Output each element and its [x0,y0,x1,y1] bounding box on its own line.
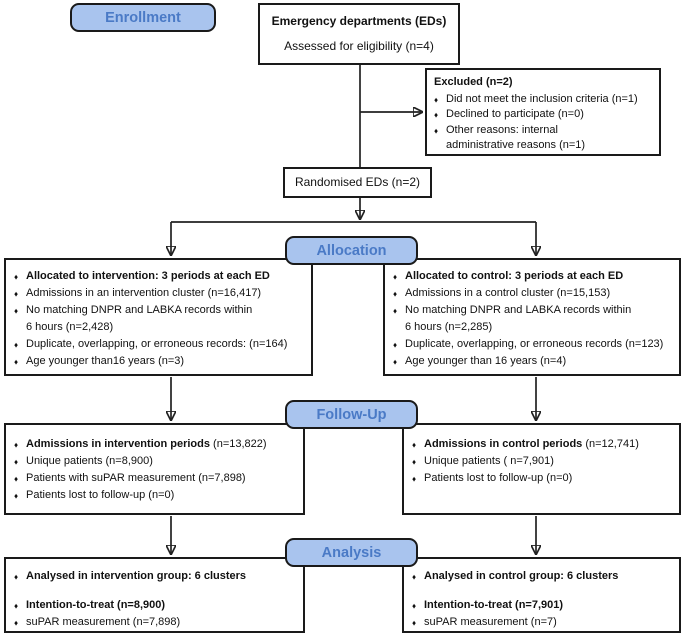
bullet-icon: ♦ [434,126,439,135]
randomised-box: Randomised EDs (n=2) [283,167,432,198]
bullet-icon: ♦ [412,618,417,628]
list-item: ♦ Admissions in intervention periods (n=… [14,436,299,453]
bullet-icon: ♦ [14,474,19,484]
bullet-icon: ♦ [14,601,19,611]
stage-label-enrollment: Enrollment [70,3,216,32]
followup-control-box: ♦ Admissions in control periods (n=12,74… [402,423,681,515]
list-item: ♦ Admissions in control periods (n=12,74… [412,436,675,453]
eligibility-box: Emergency departments (EDs) Assessed for… [258,3,460,65]
bullet-icon: ♦ [14,457,19,467]
bullet-icon: ♦ [14,306,19,316]
list-item: ♦ Admissions in an intervention cluster … [14,285,307,302]
bullet-icon: ♦ [14,340,19,350]
analysis-control-box: ♦ Analysed in control group: 6 clusters … [402,557,681,633]
bullet-icon: ♦ [14,618,19,628]
bullet-icon: ♦ [434,110,439,120]
list-item: ♦ Allocated to intervention: 3 periods a… [14,268,307,285]
list-item: ♦ suPAR measurement (n=7,898) [14,614,299,631]
list-item: ♦ Unique patients ( n=7,901) [412,453,675,470]
bullet-icon: ♦ [14,289,19,299]
bullet-icon: ♦ [14,572,19,582]
list-item: ♦ Duplicate, overlapping, or erroneous r… [393,336,675,353]
list-item: ♦ suPAR measurement (n=7) [412,614,675,631]
bullet-icon: ♦ [14,272,19,282]
list-item: ♦ Patients with suPAR measurement (n=7,8… [14,470,299,487]
bullet-icon: ♦ [412,572,417,582]
list-item: ♦ Patients lost to follow-up (n=0) [412,470,675,487]
list-item: ♦ No matching DNPR and LABKA records wit… [14,304,253,333]
bullet-icon: ♦ [393,357,398,367]
list-item: ♦ Analysed in control group: 6 clusters [412,568,675,585]
bullet-icon: ♦ [393,306,398,316]
analysis-intervention-box: ♦ Analysed in intervention group: 6 clus… [4,557,305,633]
list-item: ♦ Other reasons: internal administrative… [434,123,586,152]
list-item: ♦ Declined to participate (n=0) [434,107,656,123]
bullet-icon: ♦ [14,491,19,501]
list-item: ♦ Age younger than16 years (n=3) [14,353,307,370]
bullet-icon: ♦ [412,457,417,467]
eligibility-line: Assessed for eligibility (n=4) [284,39,434,53]
list-item: ♦ Unique patients (n=8,900) [14,453,299,470]
stage-label-allocation: Allocation [285,236,418,265]
bullet-icon: ♦ [393,340,398,350]
list-item: ♦ No matching DNPR and LABKA records wit… [393,304,632,333]
allocation-control-box: ♦ Allocated to control: 3 periods at eac… [383,258,681,376]
stage-label-followup: Follow-Up [285,400,418,429]
list-item: ♦ Intention-to-treat (n=7,901) [412,597,675,614]
list-item: ♦ Allocated to control: 3 periods at eac… [393,268,675,285]
bullet-icon: ♦ [412,601,417,611]
stage-label-analysis: Analysis [285,538,418,567]
list-item: ♦ Age younger than 16 years (n=4) [393,353,675,370]
list-item: ♦ Did not meet the inclusion criteria (n… [434,92,656,108]
eligibility-title: Emergency departments (EDs) [271,14,447,28]
bullet-icon: ♦ [412,440,417,450]
bullet-icon: ♦ [14,357,19,367]
excluded-title: Excluded (n=2) [434,76,513,88]
randomised-text: Randomised EDs (n=2) [294,175,421,189]
bullet-icon: ♦ [393,272,398,282]
bullet-icon: ♦ [393,289,398,299]
list-item: ♦ Intention-to-treat (n=8,900) [14,597,299,614]
list-item: ♦ Duplicate, overlapping, or erroneous r… [14,336,307,353]
bullet-icon: ♦ [434,95,439,104]
excluded-box: Excluded (n=2) ♦ Did not meet the inclus… [425,68,661,156]
followup-intervention-box: ♦ Admissions in intervention periods (n=… [4,423,305,515]
list-item: ♦ Analysed in intervention group: 6 clus… [14,568,299,585]
allocation-intervention-box: ♦ Allocated to intervention: 3 periods a… [4,258,313,376]
bullet-icon: ♦ [14,440,19,450]
list-item: ♦ Admissions in a control cluster (n=15,… [393,285,675,302]
bullet-icon: ♦ [412,474,417,484]
list-item: ♦ Patients lost to follow-up (n=0) [14,487,299,504]
